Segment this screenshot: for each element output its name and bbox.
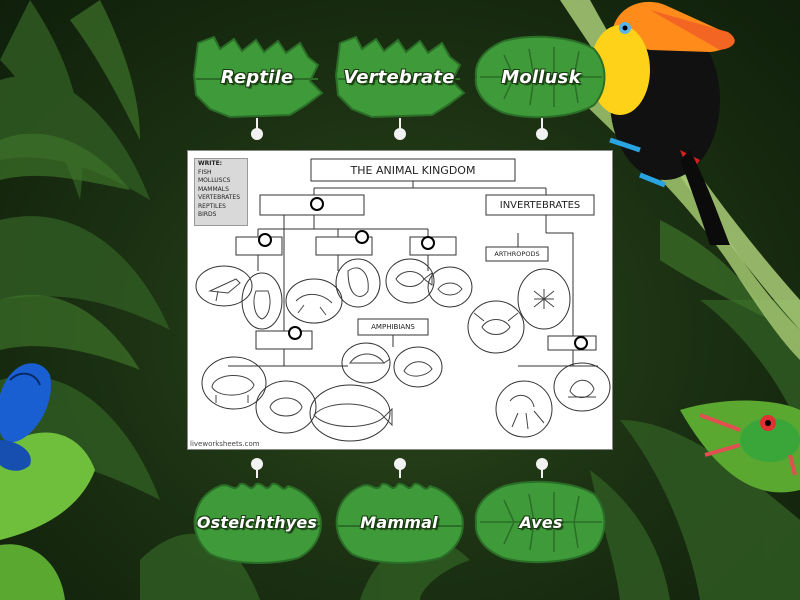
elephant-icon [211,375,255,403]
connector-line [399,462,401,478]
write-header: WRITE: [198,160,223,167]
drop-target-mammals[interactable] [288,326,302,340]
answer-leaf-osteichthyes[interactable]: Osteichthyes [190,480,324,564]
connector-pin [251,128,263,140]
lizard-icon [347,267,369,297]
leaf-label: Mammal [360,512,438,532]
answer-leaf-mammal[interactable]: Mammal [332,480,466,564]
connector-line [256,118,258,132]
drop-target-molluscs[interactable] [574,336,588,350]
connector-pin [394,128,406,140]
snail-icon [568,379,596,398]
worksheet-image: THE ANIMAL KINGDOM INVERTEBRATES ARTHROP… [187,150,613,450]
leaf-label: Reptile [220,66,294,88]
fish-icon [395,271,433,287]
frog-icon [403,361,433,377]
leaf-shape [474,480,606,564]
connector-line [399,118,401,132]
connector-line [256,462,258,478]
connector-pin [536,128,548,140]
worksheet-title: THE ANIMAL KINGDOM [350,163,476,177]
connector-line [541,462,543,478]
arthropods-label: ARTHROPODS [494,250,540,258]
drop-target-group-3[interactable] [421,236,435,250]
leaf-shape [193,482,322,564]
write-list: WRITE: FISH MOLLUSCS MAMMALS VERTEBRATES… [194,158,248,226]
turtle-icon [349,353,391,364]
leaf-shape [192,35,324,119]
connector-line [541,118,543,132]
leaf-label: Vertebrate [343,66,455,88]
drop-target-group-1[interactable] [258,233,272,247]
leaf-shape [335,482,464,564]
drop-target-vertebrates[interactable] [310,197,324,211]
person-icon [269,397,303,417]
octopus-icon [509,394,545,430]
write-item: MOLLUSCS [198,177,231,184]
spider-icon [533,289,555,309]
leaf-shape [334,35,466,119]
write-item: REPTILES [198,202,226,210]
penguin-icon [253,290,271,320]
write-item: FISH [198,168,212,176]
write-item: VERTEBRATES [198,194,241,201]
whale-icon [313,403,393,427]
bird-icon [208,278,241,302]
write-item: MAMMALS [198,185,229,193]
write-item: BIRDS [198,211,217,218]
drop-target-group-2[interactable] [355,230,369,244]
animal-kingdom-diagram [195,158,611,442]
answer-leaf-vertebrate[interactable]: Vertebrate [332,35,466,119]
invertebrates-label: INVERTEBRATES [499,199,581,211]
amphibians-label: AMPHIBIANS [371,323,415,331]
answer-leaf-mollusk[interactable]: Mollusk [474,35,608,119]
answer-leaf-aves[interactable]: Aves [474,480,608,564]
animal-sketches [208,267,596,430]
credit-text: liveworksheets.com [190,440,260,448]
leaf-shape [474,35,606,119]
leaf-label: Osteichthyes [196,512,318,532]
leaf-label: Mollusk [501,66,581,88]
leaf-label: Aves [519,512,563,532]
answer-leaf-reptile[interactable]: Reptile [190,35,324,119]
fish-icon [437,282,463,296]
crab-icon [473,312,519,335]
lizard-icon [295,294,333,316]
